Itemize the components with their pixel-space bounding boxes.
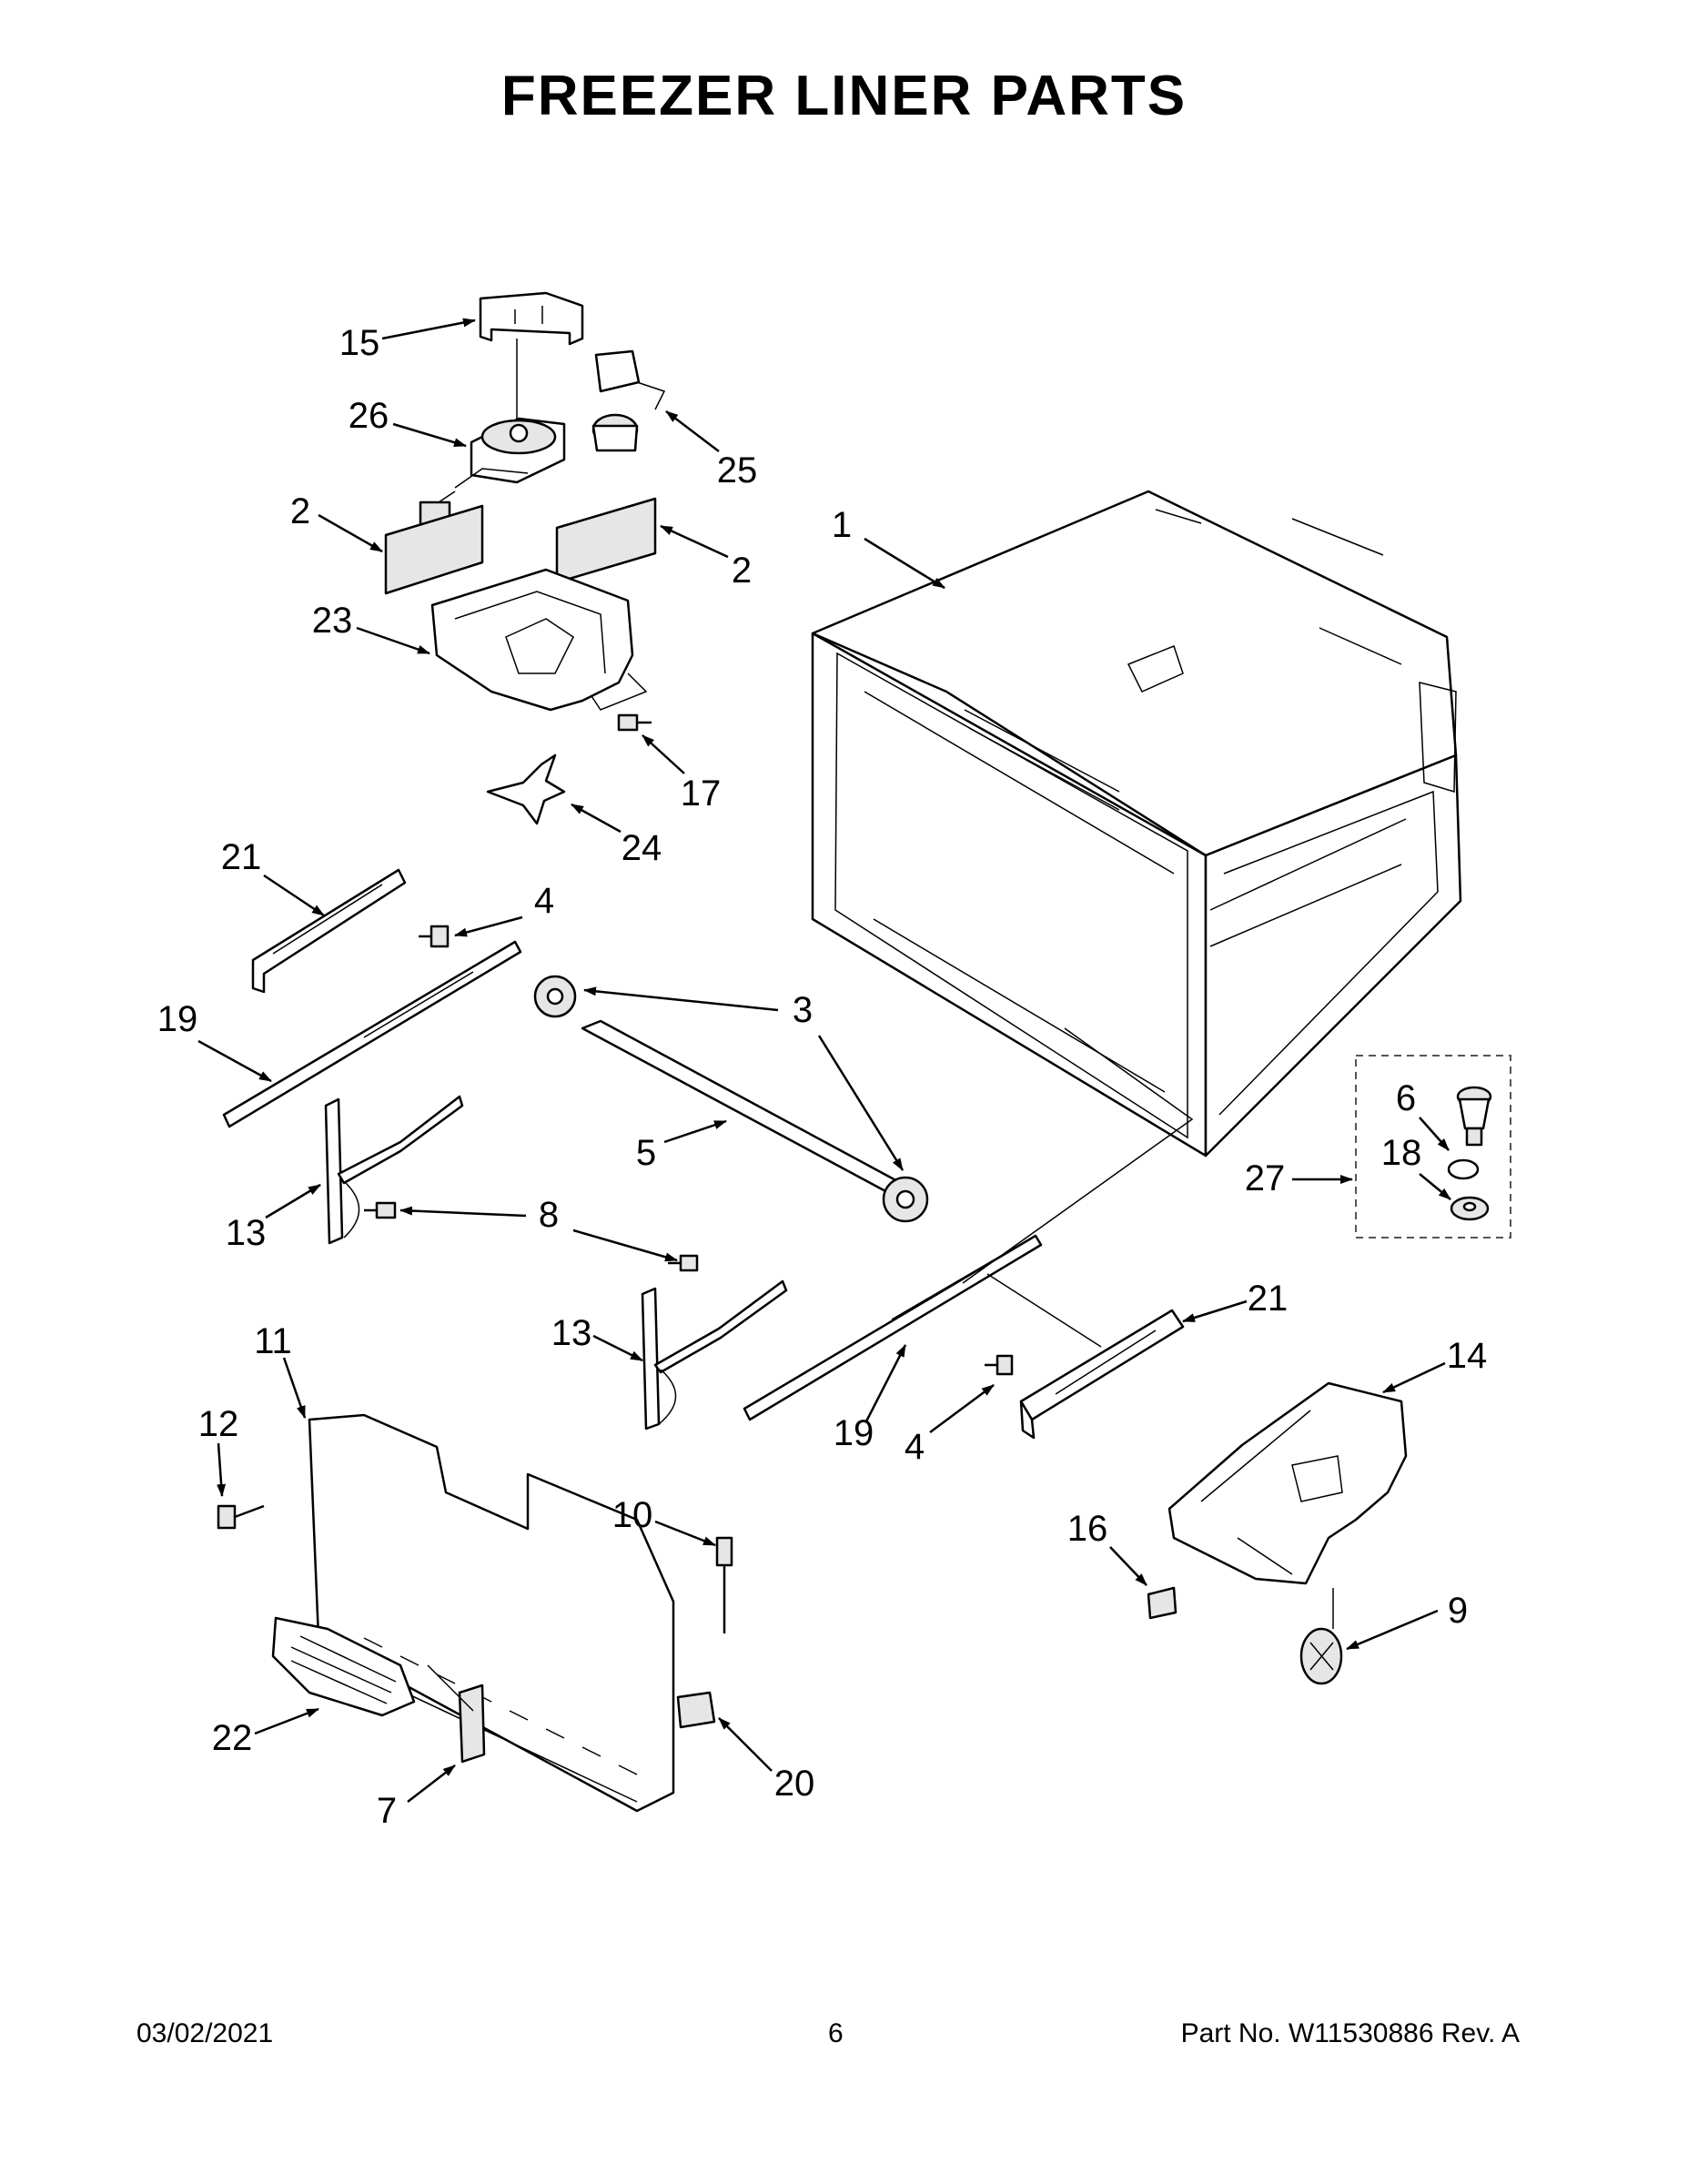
callout-7: 7 — [377, 1791, 397, 1831]
rail-part-19-left — [222, 940, 522, 1128]
insulation-part-2-right — [555, 497, 657, 584]
callout-26: 26 — [349, 396, 389, 436]
insulation-part-2-left — [384, 504, 484, 595]
callout-22: 22 — [212, 1718, 253, 1758]
sensor-part-10 — [715, 1536, 733, 1633]
page-title: FREEZER LINER PARTS — [500, 65, 1188, 127]
callout-21-left: 21 — [221, 837, 262, 877]
slide-assembly-part-21-right — [1019, 1309, 1185, 1440]
slide-assembly-part-21-left — [251, 868, 407, 994]
drain-tray-part-14 — [1167, 1381, 1408, 1585]
bracket-part-13-left — [324, 1095, 464, 1245]
callout-8: 8 — [539, 1195, 559, 1235]
callout-21-right: 21 — [1248, 1279, 1289, 1319]
callout-20: 20 — [774, 1764, 815, 1804]
foam-strip-part-20 — [676, 1691, 716, 1729]
callout-4-left: 4 — [534, 881, 554, 921]
fan-blade-part-24 — [486, 753, 566, 825]
screw-part-4-right — [985, 1354, 1014, 1376]
fan-housing-part-23 — [430, 568, 648, 712]
gear-part-3-top — [533, 975, 577, 1018]
callout-12: 12 — [198, 1404, 239, 1444]
callout-4-right: 4 — [905, 1427, 925, 1467]
freezer-liner-part-1 — [811, 490, 1462, 1158]
callout-23: 23 — [312, 601, 353, 641]
callout-17: 17 — [681, 774, 722, 814]
callout-5: 5 — [636, 1133, 656, 1173]
screw-part-8-center — [668, 1254, 699, 1272]
callout-1: 1 — [832, 505, 852, 545]
rail-part-19-right — [743, 1234, 1043, 1421]
footer-part-number: Part No. W11530886 Rev. A — [1180, 2018, 1520, 2048]
motor-part-26 — [419, 417, 566, 531]
damper-part-15 — [479, 291, 584, 346]
callout-6: 6 — [1396, 1078, 1416, 1118]
callout-27: 27 — [1245, 1158, 1286, 1198]
cap-part-9 — [1299, 1627, 1343, 1685]
clip-part-16 — [1147, 1586, 1178, 1620]
callout-11: 11 — [254, 1321, 292, 1361]
callout-16: 16 — [1067, 1509, 1108, 1549]
screw-part-8-left — [364, 1201, 397, 1219]
callout-3: 3 — [793, 990, 813, 1030]
callout-13-center: 13 — [551, 1313, 592, 1353]
washer-part-18 — [1450, 1196, 1490, 1221]
o-ring-part-18 — [1447, 1158, 1480, 1180]
screw-part-4-left — [419, 925, 450, 948]
callout-10: 10 — [612, 1495, 653, 1535]
kit-box-part-27 — [1355, 1055, 1511, 1239]
callout-2-right: 2 — [732, 551, 752, 591]
callout-19-left: 19 — [157, 999, 198, 1039]
gear-part-3-bottom — [882, 1176, 929, 1223]
callout-13-left: 13 — [226, 1213, 267, 1253]
grille-part-22 — [271, 1616, 416, 1717]
bracket-part-7 — [458, 1684, 486, 1764]
screw-part-17 — [617, 713, 652, 732]
callout-9: 9 — [1448, 1591, 1468, 1631]
callout-25: 25 — [717, 450, 758, 490]
callout-2-left: 2 — [290, 491, 310, 531]
callout-24: 24 — [622, 828, 662, 868]
callout-18: 18 — [1381, 1133, 1422, 1173]
fitting-part-6 — [1456, 1086, 1492, 1147]
footer-page-number: 6 — [828, 2018, 844, 2048]
screw-part-12 — [217, 1504, 265, 1530]
shaft-part-5 — [581, 1019, 903, 1194]
rear-panel-part-11 — [308, 1413, 675, 1813]
callout-15: 15 — [339, 323, 380, 363]
leader-arrows — [197, 318, 1451, 1803]
callout-14: 14 — [1447, 1336, 1488, 1376]
footer-date: 03/02/2021 — [136, 2018, 274, 2048]
bracket-part-13-center — [641, 1279, 788, 1431]
thermostat-part-25 — [591, 349, 666, 452]
